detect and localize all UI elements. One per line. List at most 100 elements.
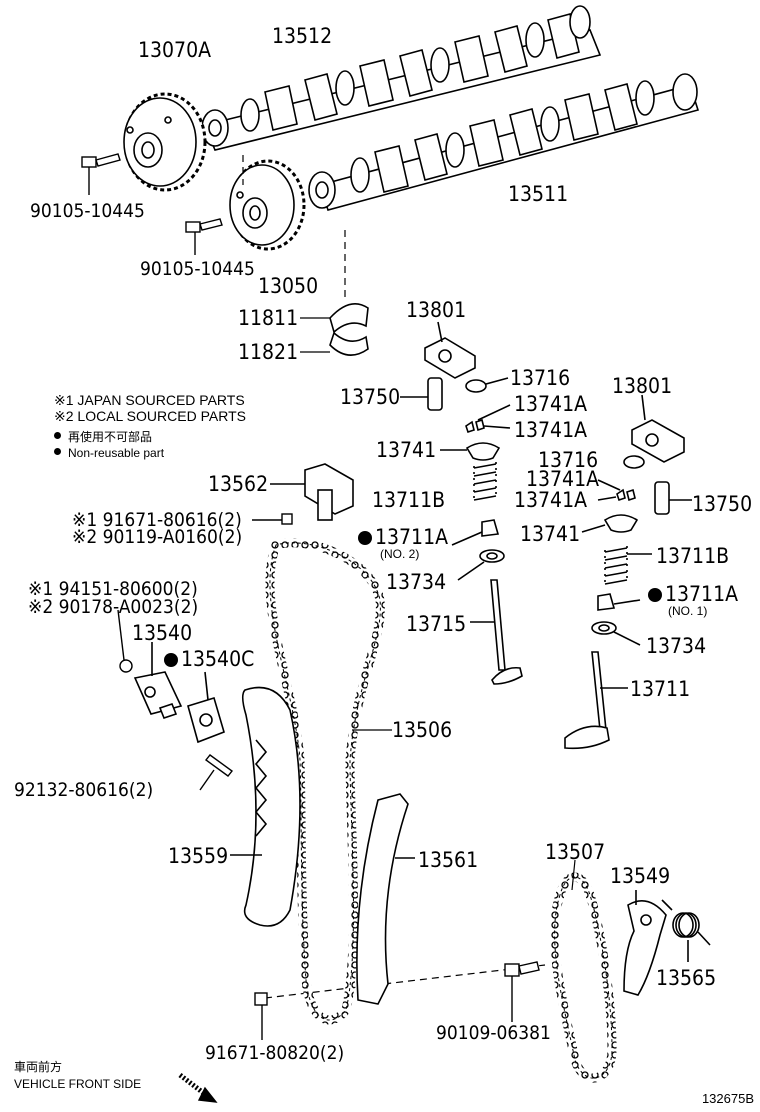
- stud-92132-80616: [199, 754, 234, 791]
- label-11811: 11811: [238, 306, 299, 330]
- bearing-11821: [329, 331, 369, 356]
- label-13562: 13562: [208, 472, 269, 496]
- cam-timing-gear-13050: [229, 159, 306, 251]
- label-13750-left: 13750: [340, 385, 401, 409]
- vehicle-front-arrow-icon: [178, 1073, 218, 1103]
- label-13565: 13565: [656, 966, 717, 990]
- shim-13716-left: [465, 377, 509, 393]
- label-11821: 11821: [238, 340, 299, 364]
- rocker-arm-13801-left: [424, 321, 476, 379]
- label-13711A-right: 13711A: [648, 584, 738, 605]
- gasket-13540C: [187, 671, 225, 744]
- bullet-icon: [54, 432, 61, 439]
- chain-tensioner-13540: [133, 642, 183, 719]
- label-13716-left: 13716: [510, 366, 571, 390]
- figure-id: 132675B: [701, 1091, 754, 1106]
- label-13711B-right: 13711B: [656, 544, 730, 568]
- label-13511: 13511: [508, 182, 569, 206]
- legend-non-reusable-en-text: Non-reusable part: [68, 446, 165, 460]
- leader-11811-11821: [300, 317, 330, 353]
- label-90105-b: 90105-10445: [140, 258, 255, 280]
- label-13711: 13711: [630, 677, 691, 701]
- label-13540C: 13540C: [164, 649, 254, 670]
- label-13741A-3: 13741A: [526, 467, 600, 491]
- label-91671-80616: ※1 91671-80616(2): [72, 509, 242, 531]
- bolt-90105-b: [185, 218, 223, 255]
- chain-damper-13562: [270, 463, 354, 521]
- camshaft-13511: [308, 73, 700, 211]
- lash-adjuster-13750-left: [400, 377, 443, 411]
- label-13801-right: 13801: [612, 374, 673, 398]
- label-13540C-text: 13540C: [181, 647, 255, 671]
- spring-13711B-right: [604, 546, 652, 586]
- shim-13716-right: [623, 455, 645, 469]
- camshaft-13512: [201, 5, 602, 151]
- orientation-jp: 車両前方: [14, 1060, 63, 1074]
- stem-seal-13711A-left: [451, 519, 500, 546]
- chain-tensioner-13549: [623, 890, 667, 996]
- bolt-90109-06381: [504, 961, 540, 1022]
- label-13711A-right-text: 13711A: [665, 582, 739, 606]
- retainer-13741-left: [440, 442, 501, 461]
- keepers-13741A-left: [465, 404, 511, 434]
- spring-13711B-left: [473, 462, 497, 502]
- bolt-91671-80616: [252, 513, 293, 525]
- legend-japan-sourced: ※1 JAPAN SOURCED PARTS: [54, 392, 245, 408]
- valve-13715: [470, 579, 523, 685]
- label-13715: 13715: [406, 612, 467, 636]
- label-90119-A0160: ※2 90119-A0160(2): [72, 526, 243, 548]
- label-13734-left: 13734: [386, 570, 447, 594]
- nut-94151-80600: [117, 609, 133, 673]
- legend-non-reusable-en: Non-reusable part: [54, 447, 164, 459]
- timing-chain-13506: [265, 538, 392, 1025]
- legend-non-reusable-jp: 再使用不可部品: [54, 431, 152, 443]
- label-13801-left: 13801: [406, 298, 467, 322]
- non-reusable-bullet-icon: [648, 588, 662, 602]
- bearing-11811: [329, 302, 369, 334]
- bolt-90105-a: [81, 153, 121, 195]
- label-90178-A0023: ※2 90178-A0023(2): [28, 596, 199, 618]
- label-13741-left: 13741: [376, 438, 437, 462]
- label-13711A-left-text: 13711A: [375, 525, 449, 549]
- washer-13734-right: [591, 621, 641, 646]
- label-13070A: 13070A: [138, 38, 212, 62]
- label-13741A-4: 13741A: [514, 488, 588, 512]
- label-13741-right: 13741: [520, 522, 581, 546]
- washer-13734-left: [457, 549, 505, 581]
- rocker-arm-13801-right: [631, 394, 685, 463]
- chain-slipper-13559: [230, 686, 301, 927]
- label-13741A-2: 13741A: [514, 418, 588, 442]
- non-reusable-bullet-icon: [358, 531, 372, 545]
- label-13750-right: 13750: [692, 492, 753, 516]
- label-13559: 13559: [168, 844, 229, 868]
- chain-guide-13561: [356, 793, 415, 1005]
- label-13711A-right-note: (NO. 1): [668, 604, 708, 618]
- legend-non-reusable-jp-text: 再使用不可部品: [68, 430, 153, 444]
- valve-13711: [564, 651, 628, 750]
- orientation-en: VEHICLE FRONT SIDE: [14, 1077, 142, 1091]
- label-13549: 13549: [610, 864, 671, 888]
- label-13741A-1: 13741A: [514, 392, 588, 416]
- keepers-13741A-right: [597, 479, 636, 502]
- label-90109-06381: 90109-06381: [436, 1022, 551, 1044]
- label-13540: 13540: [132, 621, 193, 645]
- label-13711A-left-note: (NO. 2): [380, 547, 420, 561]
- label-13506: 13506: [392, 718, 453, 742]
- label-13507: 13507: [545, 840, 606, 864]
- alignment-lines: [242, 155, 546, 999]
- label-92132-80616: 92132-80616(2): [14, 779, 154, 801]
- bullet-icon: [54, 448, 61, 455]
- label-13561: 13561: [418, 848, 479, 872]
- spring-13565: [661, 899, 711, 962]
- stem-seal-13711A-right: [597, 593, 641, 611]
- label-90105-a: 90105-10445: [30, 200, 145, 222]
- cam-timing-gear-13070A: [123, 92, 207, 192]
- legend-local-sourced: ※2 LOCAL SOURCED PARTS: [54, 408, 246, 424]
- label-13716-right: 13716: [538, 448, 599, 472]
- label-13711B-left: 13711B: [372, 488, 446, 512]
- retainer-13741-right: [581, 514, 639, 533]
- label-13711A-left: 13711A: [358, 527, 448, 548]
- label-13050: 13050: [258, 274, 319, 298]
- label-13512: 13512: [272, 24, 333, 48]
